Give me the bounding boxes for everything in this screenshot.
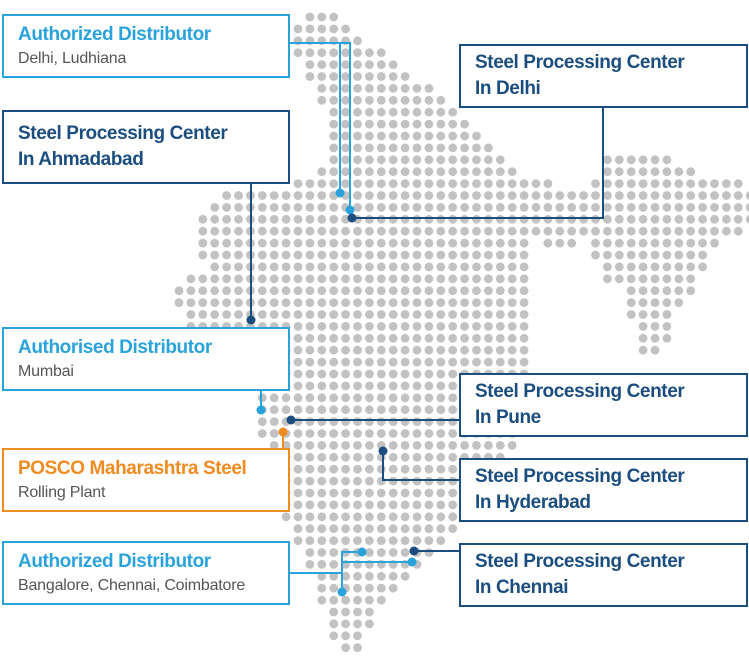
marker-processing-center-chennai [409,546,419,556]
marker-distributor-coimbatore [337,587,347,597]
marker-processing-center-ahmadabad [246,315,256,325]
distributor-mumbai-subtitle: Mumbai [18,363,74,380]
processing-center-chennai-title-line1: Steel Processing Center [475,551,685,572]
processing-center-hyderabad-title-line2: In Hyderabad [475,492,591,513]
posco-maharashtra-plant-box[interactable]: POSCO Maharashtra Steel Rolling Plant [2,448,290,512]
processing-center-pune-title-line2: In Pune [475,407,541,428]
distributor-delhi-title: Authorized Distributor [18,24,211,45]
processing-center-ahmadabad-box[interactable]: Steel Processing Center In Ahmadabad [2,110,290,184]
distributor-mumbai-box[interactable]: Authorised Distributor Mumbai [2,327,290,391]
distributor-south-box[interactable]: Authorized Distributor Bangalore, Chenna… [2,541,290,605]
connector-distributor-ludhiana [290,42,351,210]
location-markers [246,188,419,597]
processing-center-hyderabad-title-line1: Steel Processing Center [475,466,685,487]
distributor-delhi-subtitle: Delhi, Ludhiana [18,50,127,67]
distributor-south-subtitle: Bangalore, Chennai, Coimbatore [18,577,246,594]
processing-center-ahmadabad-title-line2: In Ahmadabad [18,149,144,170]
processing-center-delhi-title-line1: Steel Processing Center [475,52,685,73]
processing-center-ahmadabad-title-line1: Steel Processing Center [18,123,228,144]
connector-processing-center-hyderabad [382,451,459,481]
marker-distributor-delhi [345,205,355,215]
processing-center-delhi-title-line2: In Delhi [475,78,541,99]
processing-center-hyderabad-box[interactable]: Steel Processing Center In Hyderabad [459,458,748,522]
marker-distributor-chennai [407,557,417,567]
processing-center-chennai-title-line2: In Chennai [475,577,569,598]
distributor-south-title: Authorized Distributor [18,551,211,572]
marker-processing-center-delhi [347,213,357,223]
distributor-mumbai-title: Authorised Distributor [18,337,212,358]
posco-maharashtra-title: POSCO Maharashtra Steel [18,458,247,479]
processing-center-pune-box[interactable]: Steel Processing Center In Pune [459,373,748,437]
marker-processing-center-pune [286,415,296,425]
processing-center-pune-title-line1: Steel Processing Center [475,381,685,402]
marker-posco-plant [278,427,288,437]
marker-distributor-bangalore [357,547,367,557]
connector-processing-center-delhi [352,108,604,219]
posco-maharashtra-subtitle: Rolling Plant [18,484,106,501]
marker-processing-center-hyderabad [378,446,388,456]
processing-center-delhi-box[interactable]: Steel Processing Center In Delhi [459,44,748,108]
processing-center-chennai-box[interactable]: Steel Processing Center In Chennai [459,543,748,607]
distributor-delhi-box[interactable]: Authorized Distributor Delhi, Ludhiana [2,14,290,78]
marker-distributor-mumbai [256,405,266,415]
marker-distributor-ludhiana [335,188,345,198]
